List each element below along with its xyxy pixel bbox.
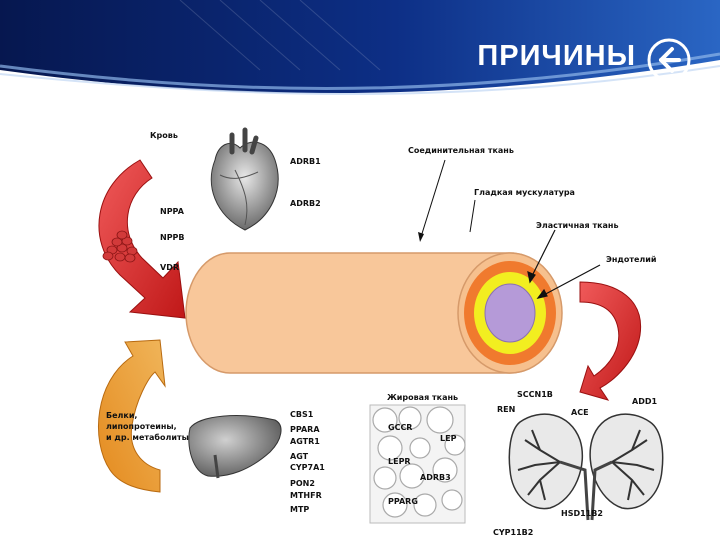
blood-label: Кровь (150, 131, 178, 140)
gene-label: CYP7A1 (290, 463, 325, 472)
gene-label: ACE (571, 408, 589, 417)
gene-label: ADD1 (632, 397, 658, 406)
blood-cells-illustration (102, 230, 138, 263)
gene-label: SCCN1B (517, 390, 553, 399)
blood-arrow (98, 159, 186, 319)
gene-label: MTP (290, 505, 310, 514)
metabolites-arrow (98, 339, 166, 493)
gene-label: LEP (440, 434, 457, 443)
gene-label: NPPB (160, 233, 185, 242)
fat-tissue-illustration (369, 404, 466, 524)
fat-tissue-label: Жировая ткань (387, 393, 459, 402)
kidney-right-illustration (589, 413, 664, 521)
gene-label: NPPA (160, 207, 184, 216)
blood-vessel (185, 252, 563, 374)
connective-tissue-label: Соединительная ткань (408, 146, 514, 155)
gene-label: ADRB1 (290, 157, 321, 166)
gene-label: MTHFR (290, 491, 322, 500)
page-title: ПРИЧИНЫ (477, 40, 636, 72)
gene-label: LEPR (388, 457, 411, 466)
gene-label: CBS1 (290, 410, 314, 419)
pointer-arrows (527, 229, 601, 299)
gene-label: CYP11B2 (493, 528, 534, 537)
gene-label: AGT (290, 452, 309, 461)
elastic-tissue-label: Эластичная ткань (536, 221, 619, 230)
header-banner: ПРИЧИНЫ (0, 0, 720, 110)
liver-illustration (188, 415, 282, 479)
gene-label: VDR (160, 263, 179, 272)
gene-label: AGTR1 (290, 437, 320, 446)
gene-label: PPARG (388, 497, 418, 506)
heart-illustration (210, 127, 279, 231)
header-background (0, 0, 720, 110)
kidney-arrow (579, 281, 642, 401)
gene-label: GCCR (388, 423, 413, 432)
gene-label: ADRB3 (420, 473, 451, 482)
gene-label: REN (497, 405, 516, 414)
gene-label: ADRB2 (290, 199, 321, 208)
arrow-left-circle-icon (647, 38, 691, 82)
back-button[interactable] (646, 37, 692, 83)
smooth-muscle-label: Гладкая мускулатура (474, 188, 575, 197)
proteins-label: Белки, липопротеины, и др. метаболиты (106, 411, 189, 442)
kidney-left-illustration (508, 413, 590, 521)
gene-label: PPARA (290, 425, 320, 434)
gene-label: HSD11B2 (561, 509, 603, 518)
endothelium-label: Эндотелий (606, 255, 657, 264)
gene-label: PON2 (290, 479, 315, 488)
